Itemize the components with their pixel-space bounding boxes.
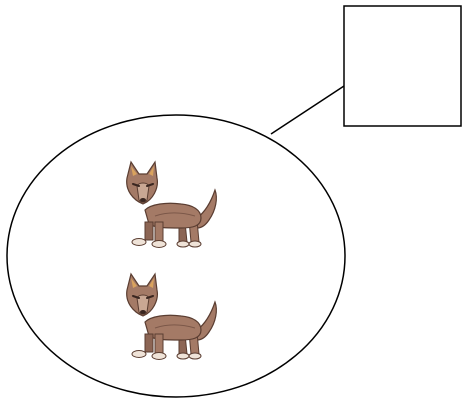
dog-icon (127, 162, 217, 248)
callout-box (344, 6, 461, 126)
set-ellipse (7, 115, 345, 397)
dog-icon (127, 274, 217, 360)
connector-line (271, 86, 344, 134)
